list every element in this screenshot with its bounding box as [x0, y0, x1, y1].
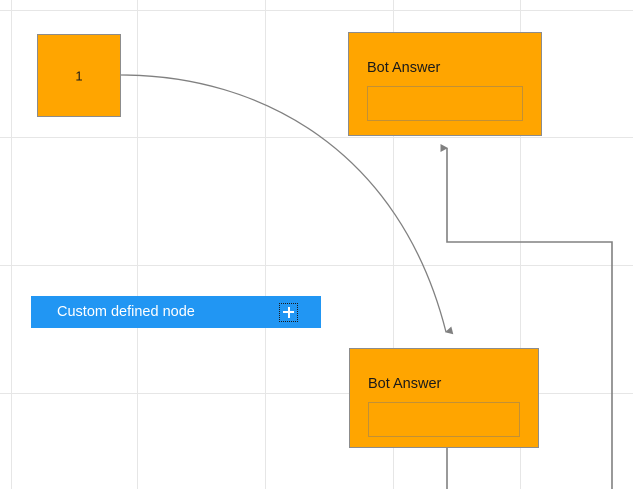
node-bot-answer-bottom-title: Bot Answer: [368, 376, 442, 392]
node-custom-defined[interactable]: Custom defined node: [31, 296, 321, 328]
connector-curved-node1-to-bot-answer-bottom[interactable]: [120, 74, 454, 335]
node-bot-answer-bottom[interactable]: Bot Answer: [349, 348, 539, 448]
node-bot-answer-top-slot[interactable]: [367, 86, 523, 121]
node-square-1-label: 1: [75, 68, 83, 83]
connector-orthogonal-to-bot-answer-top[interactable]: [440, 144, 613, 489]
node-bot-answer-bottom-slot[interactable]: [368, 402, 520, 437]
node-bot-answer-top[interactable]: Bot Answer: [348, 32, 542, 136]
plus-icon[interactable]: [279, 302, 298, 322]
node-square-1[interactable]: 1: [37, 34, 121, 117]
node-custom-defined-label: Custom defined node: [57, 303, 195, 320]
node-bot-answer-top-title: Bot Answer: [367, 60, 441, 76]
